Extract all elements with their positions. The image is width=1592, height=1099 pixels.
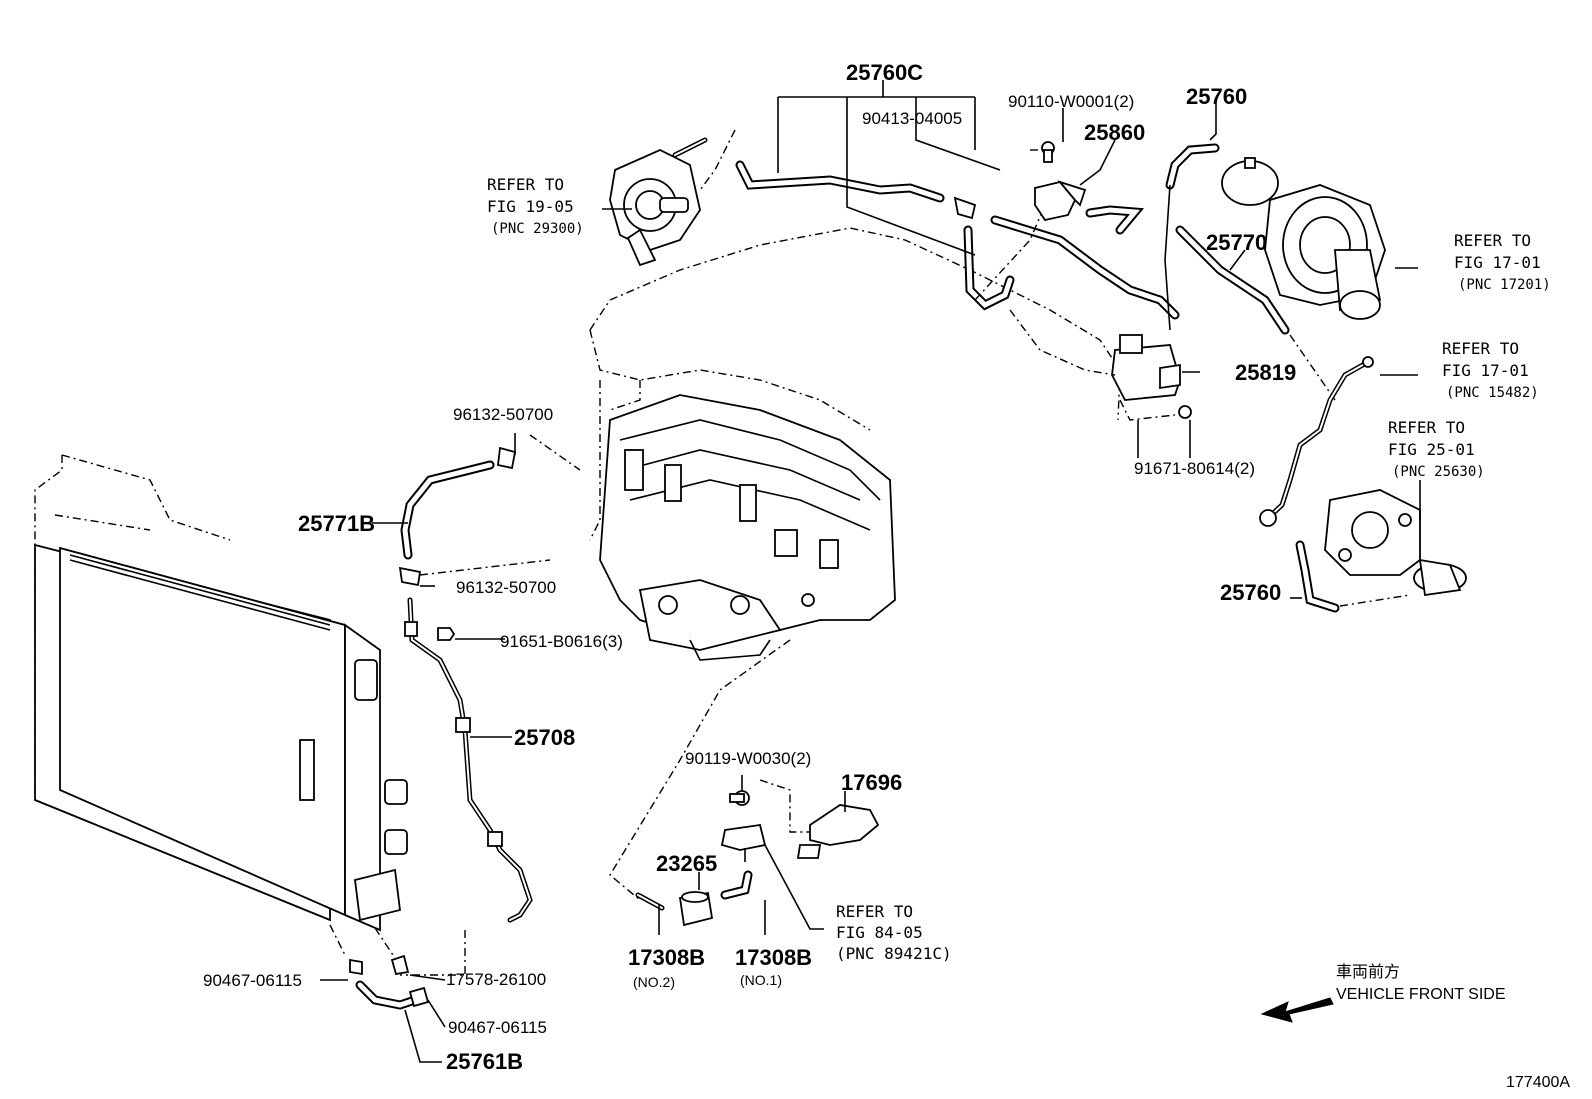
- ref-17b-line3: (PNC 15482): [1446, 385, 1539, 401]
- hose-25771B: [398, 434, 581, 587]
- ref-17a-line2: FIG 17-01: [1454, 253, 1541, 272]
- pipe-right: [1259, 356, 1374, 527]
- hose-25761B: [329, 924, 430, 1010]
- label-25760-bottom: 25760: [1220, 580, 1281, 605]
- label-25760-top: 25760: [1186, 84, 1247, 109]
- label-25760C: 25760C: [846, 60, 923, 85]
- ref-19-line3: (PNC 29300): [491, 221, 584, 237]
- ref-25-line2: FIG 25-01: [1388, 440, 1475, 459]
- ref-fig-25-01: REFER TO FIG 25-01 (PNC 25630): [1388, 418, 1485, 480]
- ref-fig-17-01-a: REFER TO FIG 17-01 (PNC 17201): [1454, 231, 1551, 293]
- label-17308B-no1-note: (NO.1): [740, 972, 782, 988]
- ref-25-line1: REFER TO: [1388, 418, 1465, 437]
- ref-fig-19-05: REFER TO FIG 19-05 (PNC 29300): [487, 175, 584, 237]
- ref-25-line3: (PNC 25630): [1392, 464, 1485, 480]
- direction-label-jp: 車両前方: [1336, 963, 1400, 981]
- label-25860: 25860: [1084, 120, 1145, 145]
- leader-lines: [320, 80, 1421, 1063]
- label-90110-W0001: 90110-W0001(2): [1008, 92, 1134, 111]
- lower-components: [609, 639, 880, 927]
- label-91671-80614: 91671-80614(2): [1134, 459, 1255, 478]
- label-17578-26100: 17578-26100: [446, 970, 546, 989]
- label-17308B-no2-note: (NO.2): [633, 974, 675, 990]
- ref-17a-line1: REFER TO: [1454, 231, 1531, 250]
- vsv-25819: [1009, 309, 1192, 421]
- turbocharger: [1165, 143, 1386, 320]
- label-96132-50700-bottom: 96132-50700: [456, 578, 556, 597]
- hose-25760C: [735, 160, 1180, 320]
- vehicle-front-indicator: 車両前方 VEHICLE FRONT SIDE: [1260, 963, 1506, 1023]
- ref-fig-84-05: REFER TO FIG 84-05 (PNC 89421C): [836, 902, 952, 963]
- ref-fig-17-01-b: REFER TO FIG 17-01 (PNC 15482): [1442, 339, 1539, 401]
- pipe-25708: [400, 597, 533, 976]
- direction-label-en: VEHICLE FRONT SIDE: [1336, 986, 1506, 1003]
- label-17308B-no2: 17308B: [628, 945, 705, 970]
- ref-17b-line2: FIG 17-01: [1442, 361, 1529, 380]
- label-17308B-no1: 17308B: [735, 945, 812, 970]
- diagram-id: 177400A: [1506, 1074, 1570, 1091]
- label-17696: 17696: [841, 770, 902, 795]
- label-25770: 25770: [1206, 230, 1267, 255]
- labels: 25760C 90413-04005 90110-W0001(2) 25860 …: [203, 60, 1296, 1074]
- label-90467-06115-right: 90467-06115: [448, 1018, 547, 1037]
- vacuum-pump: [609, 129, 736, 267]
- label-90413-04005: 90413-04005: [862, 109, 962, 128]
- engine-block: [599, 394, 896, 661]
- actuator-25630: [1295, 489, 1467, 613]
- label-23265: 23265: [656, 851, 717, 876]
- ref-84-line1: REFER TO: [836, 902, 913, 921]
- radiator: [34, 454, 408, 932]
- hose-25770: [1164, 184, 1336, 401]
- ref-19-line2: FIG 19-05: [487, 197, 574, 216]
- ref-19-line1: REFER TO: [487, 175, 564, 194]
- vsv-25860: [1030, 141, 1145, 235]
- label-96132-50700-top: 96132-50700: [453, 405, 553, 424]
- label-25708: 25708: [514, 725, 575, 750]
- ref-17b-line1: REFER TO: [1442, 339, 1519, 358]
- label-90467-06115-left: 90467-06115: [203, 971, 302, 990]
- label-91651-B0616: 91651-B0616(3): [500, 632, 623, 651]
- label-25771B: 25771B: [298, 511, 375, 536]
- arrow-left-icon: [1260, 997, 1334, 1023]
- label-90119-W0030: 90119-W0030(2): [685, 749, 811, 768]
- ref-84-line2: FIG 84-05: [836, 923, 923, 942]
- ref-17a-line3: (PNC 17201): [1458, 277, 1551, 293]
- label-25819: 25819: [1235, 360, 1296, 385]
- label-25761B: 25761B: [446, 1049, 523, 1074]
- ref-84-line3: (PNC 89421C): [836, 944, 952, 963]
- engine-outline: [589, 227, 1121, 541]
